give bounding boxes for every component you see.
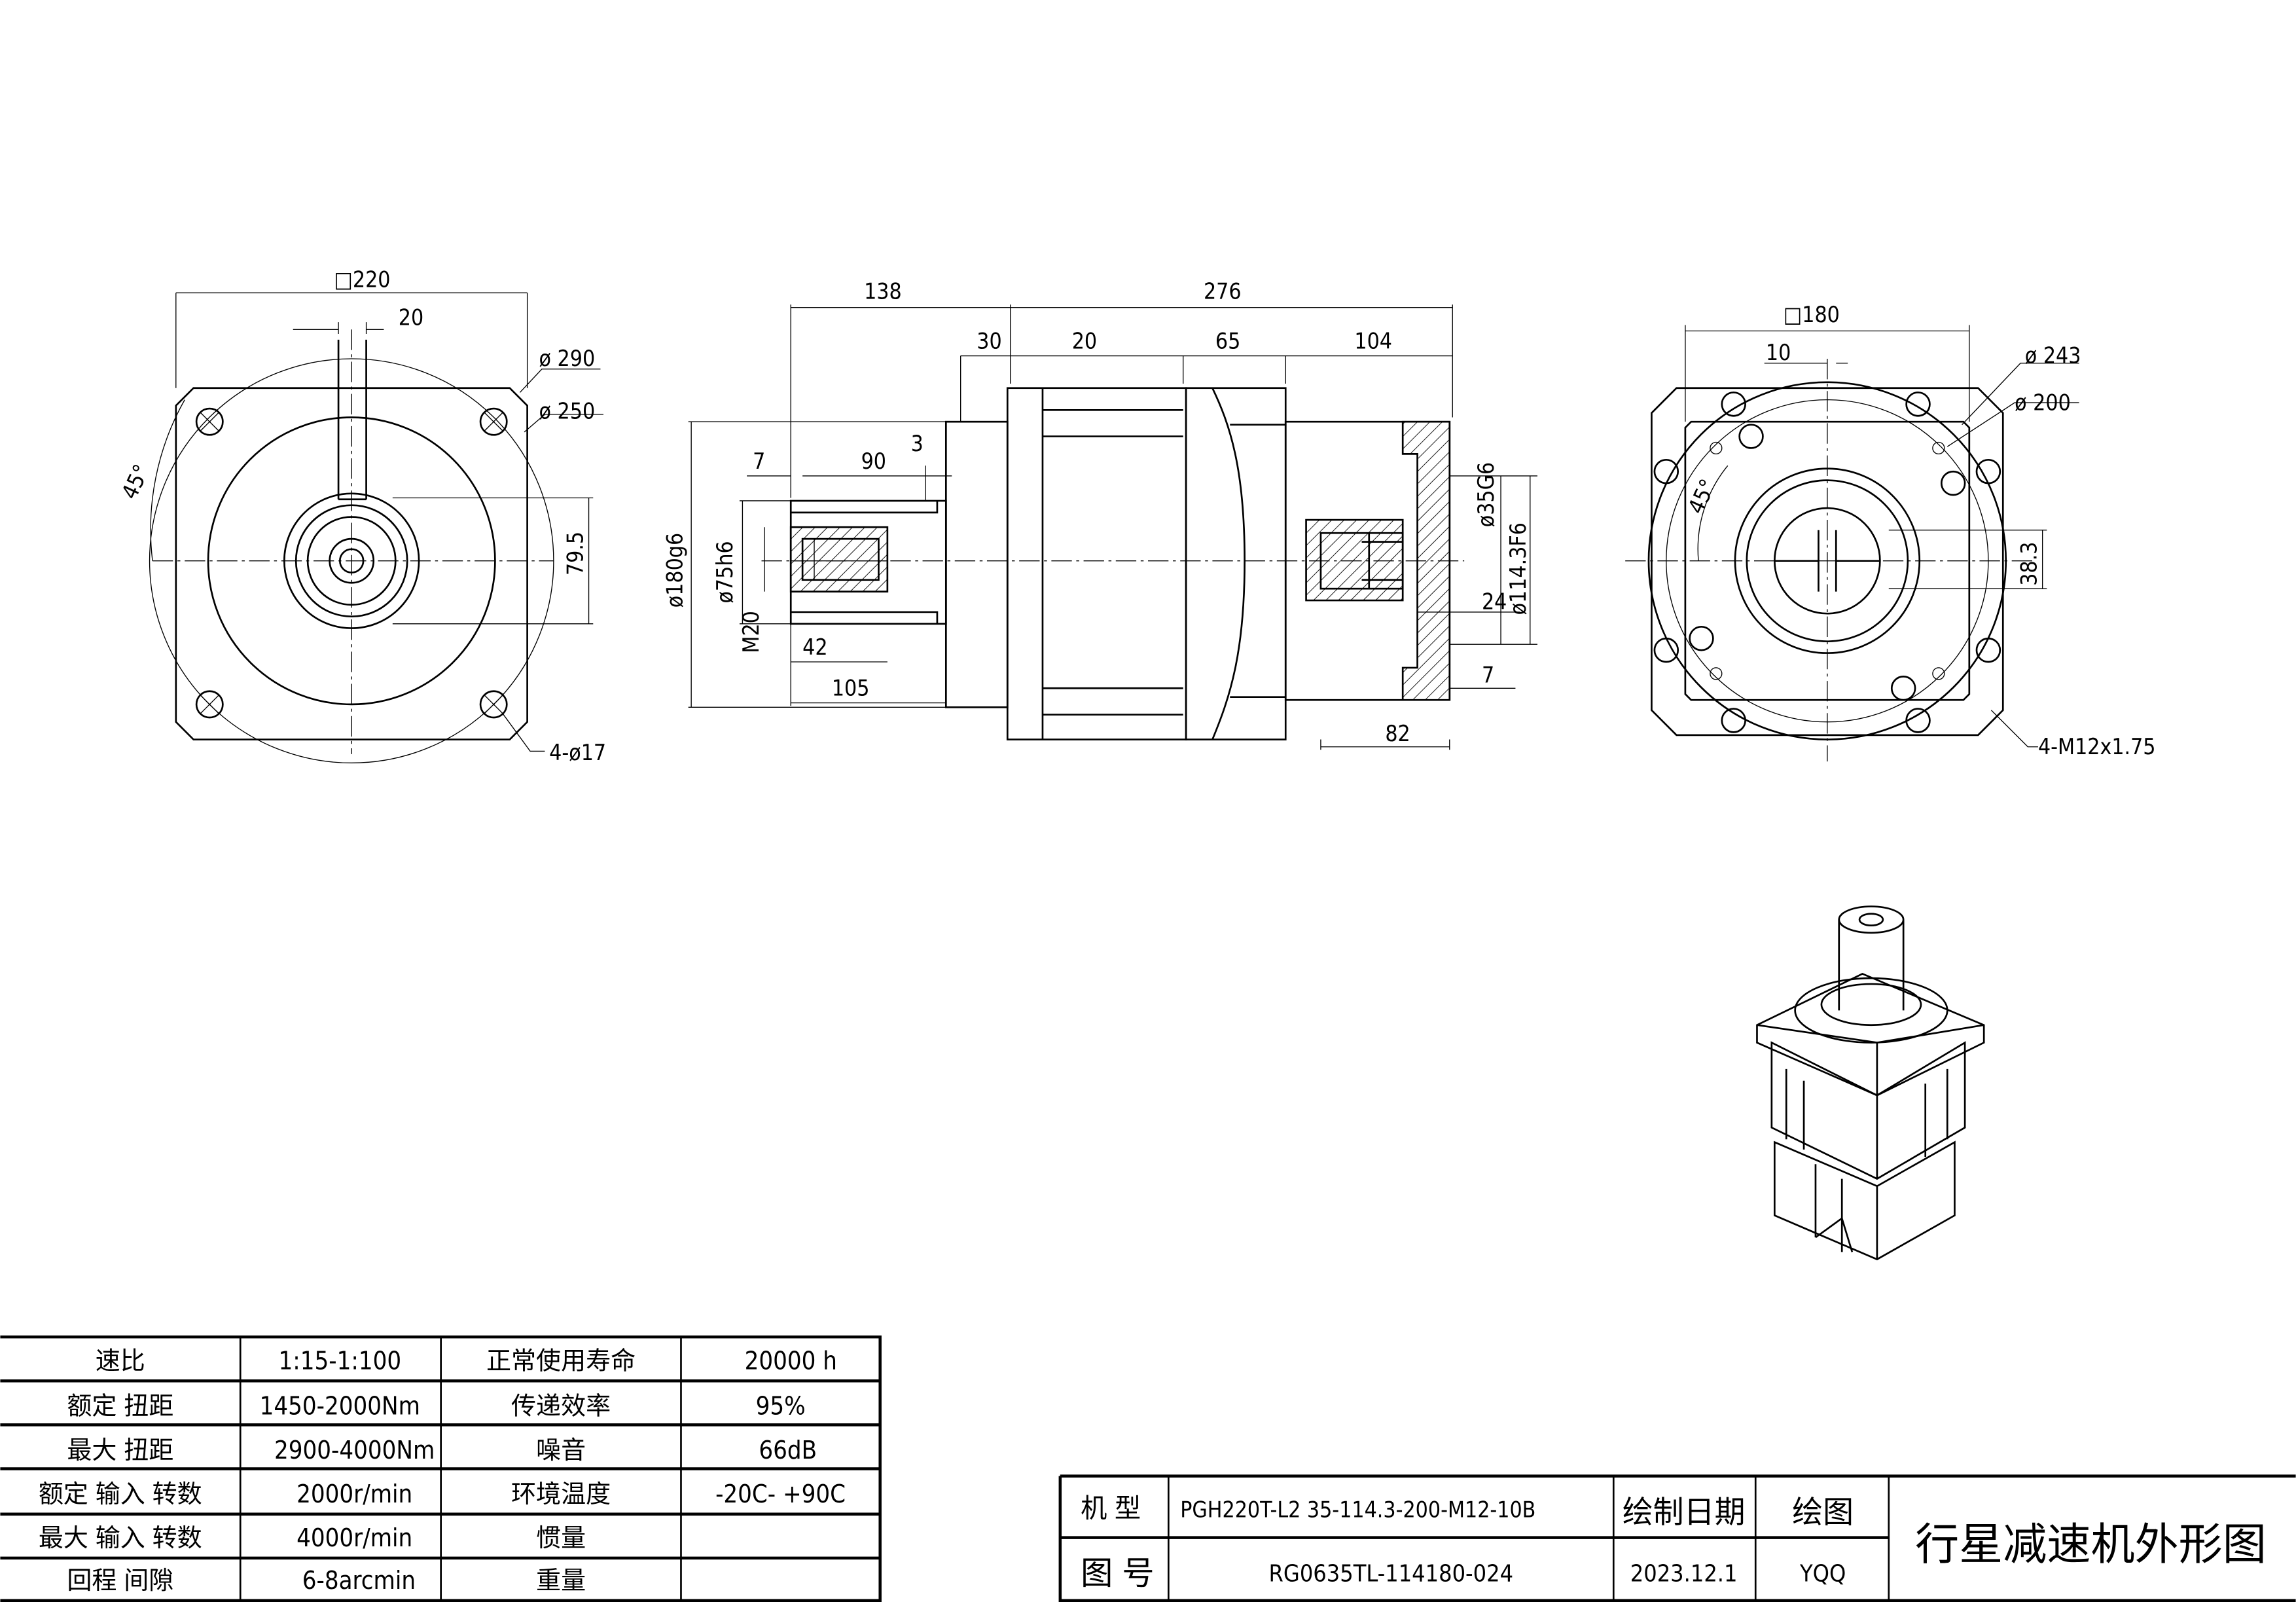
spec-label: 传递效率 <box>511 1392 611 1421</box>
rear-view: □180 10 ø 243 ø 200 38.3 45° 4-M12x1.75 <box>1625 302 2156 762</box>
dim-holes: 4-ø17 <box>549 740 606 765</box>
dim-3: 3 <box>911 431 924 456</box>
dim-angle-rear: 45° <box>1683 475 1721 518</box>
spec-label: 惯量 <box>536 1523 586 1552</box>
isometric-view <box>1756 905 1985 1261</box>
date-value: 2023.12.1 <box>1630 1561 1738 1588</box>
drawn-value: YQQ <box>1799 1561 1846 1588</box>
dim-dia-pilot: ø114.3F6 <box>1505 522 1531 615</box>
drawing-no-label: 图 号 <box>1081 1554 1154 1592</box>
dim-thread: M20 <box>738 611 764 653</box>
spec-label: 噪音 <box>536 1436 586 1465</box>
dim-square: □220 <box>334 266 390 292</box>
dim-key-rear: 10 <box>1766 340 1791 365</box>
dim-dia-pcd-rear: ø 200 <box>2015 390 2071 415</box>
spec-label: 正常使用寿命 <box>486 1346 636 1375</box>
side-view: 138 276 30 20 65 104 7 90 3 ø180g6 ø75h6… <box>662 278 1537 750</box>
spec-value: 95% <box>756 1392 806 1421</box>
drawing-no-value: RG0635TL-114180-024 <box>1269 1561 1514 1588</box>
bolt-holes <box>1653 391 2001 733</box>
dim-len-total: 276 <box>1204 278 1242 304</box>
dim-104: 104 <box>1354 328 1392 354</box>
dim-24: 24 <box>1482 589 1507 614</box>
dim-30: 30 <box>977 328 1001 354</box>
date-label: 绘制日期 <box>1623 1495 1746 1531</box>
dim-key-width: 20 <box>399 305 423 331</box>
spec-value: 20000 h <box>745 1346 837 1375</box>
spec-value: 2000r/min <box>296 1480 412 1508</box>
spec-label: 重量 <box>536 1566 586 1595</box>
front-view: □220 20 ø 290 ø 250 79.5 45° 4-ø17 <box>117 266 606 765</box>
dim-len-input: 138 <box>864 278 902 304</box>
dim-key-height: 79.5 <box>563 532 588 575</box>
dim-dia-outer-rear: ø 243 <box>2025 343 2081 369</box>
spec-label: 速比 <box>96 1346 145 1375</box>
dim-90: 90 <box>861 448 886 474</box>
dim-105: 105 <box>832 675 870 701</box>
dim-dia-pcd: ø 250 <box>539 399 596 424</box>
spec-value: 6-8arcmin <box>302 1566 416 1595</box>
spec-label: 最大 输入 转数 <box>39 1523 202 1552</box>
spec-value: 2900-4000Nm <box>274 1436 435 1465</box>
drawing-title: 行星减速机外形图 <box>1915 1519 2267 1570</box>
spec-value: 1450-2000Nm <box>260 1392 420 1421</box>
dim-dia-shaft: ø75h6 <box>712 541 738 603</box>
dim-key-height-rear: 38.3 <box>2017 542 2042 586</box>
drawn-label: 绘图 <box>1792 1495 1854 1531</box>
dim-42: 42 <box>802 634 827 660</box>
mounting-holes <box>195 407 508 719</box>
spec-value: 4000r/min <box>296 1523 412 1552</box>
dim-angle: 45° <box>117 460 154 503</box>
spec-label: 额定 扭距 <box>67 1392 173 1421</box>
spec-label: 回程 间隙 <box>67 1566 173 1595</box>
dim-square-rear: □180 <box>1784 302 1840 327</box>
dim-7b: 7 <box>1482 662 1494 687</box>
spec-value: 1:15-1:100 <box>278 1346 401 1375</box>
model-label: 机 型 <box>1081 1493 1141 1523</box>
dim-82: 82 <box>1385 721 1410 746</box>
spec-value: 66dB <box>759 1436 817 1465</box>
dim-dia-outer: ø 290 <box>539 346 596 371</box>
dim-65: 65 <box>1215 328 1240 354</box>
model-value: PGH220T-L2 35-114.3-200-M12-10B <box>1180 1497 1535 1522</box>
dim-20: 20 <box>1072 328 1097 354</box>
spec-value: -20C- +90C <box>715 1480 846 1508</box>
dim-7: 7 <box>753 448 765 474</box>
spec-table: 速比 1:15-1:100 正常使用寿命 20000 h 额定 扭距 1450-… <box>0 1335 882 1602</box>
dim-dia-bore: ø35G6 <box>1473 462 1499 527</box>
spec-label: 额定 输入 转数 <box>39 1480 202 1508</box>
spec-label: 环境温度 <box>511 1480 611 1508</box>
dim-holes-rear: 4-M12x1.75 <box>2038 734 2156 759</box>
dim-dia-flange: ø180g6 <box>662 533 688 608</box>
title-block: 机 型 PGH220T-L2 35-114.3-200-M12-10B 图 号 … <box>1058 1474 2296 1602</box>
spec-label: 最大 扭距 <box>67 1436 173 1465</box>
